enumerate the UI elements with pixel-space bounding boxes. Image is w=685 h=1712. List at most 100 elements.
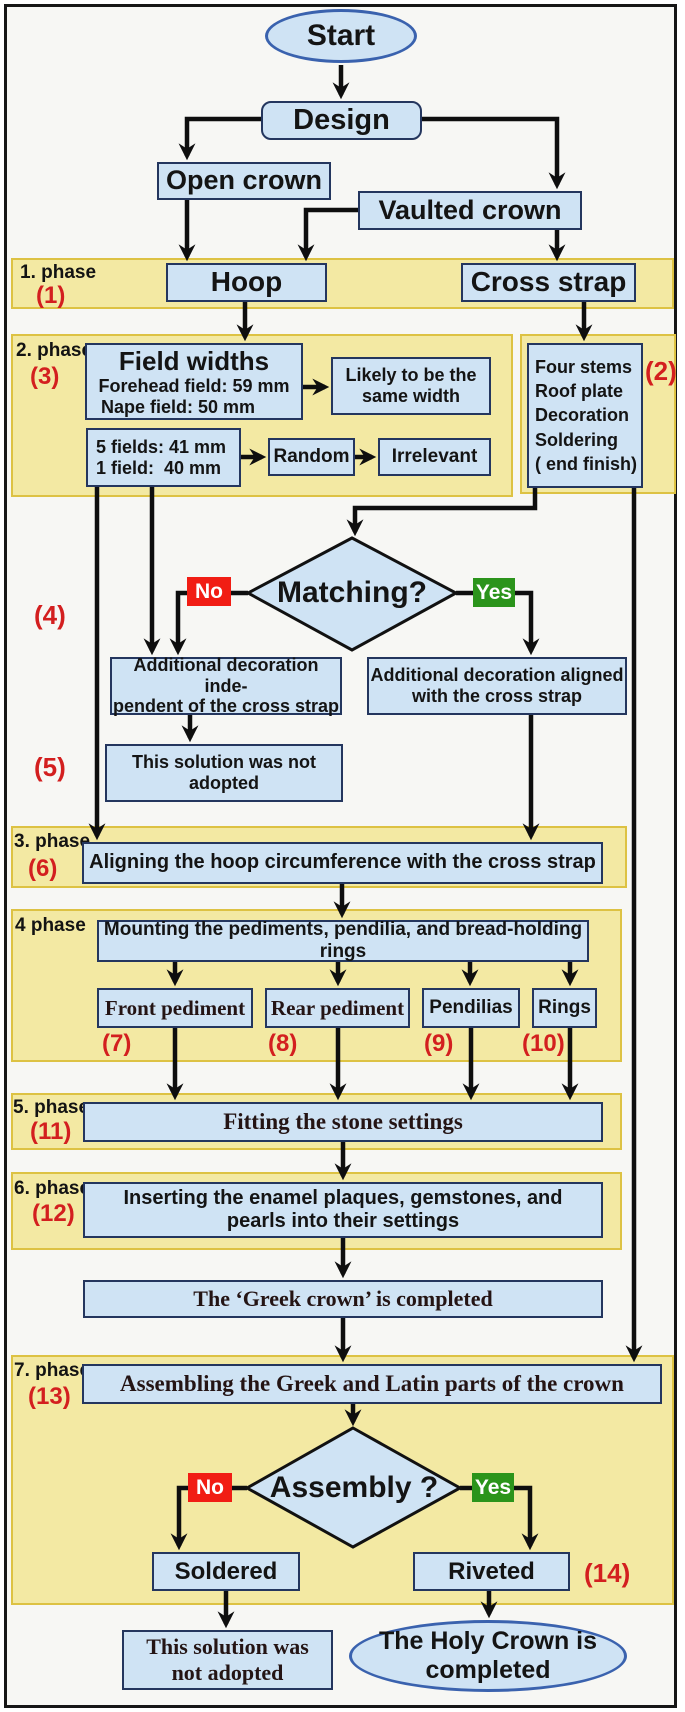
ref-9: (9) [424,1030,454,1057]
ref-8: (8) [268,1030,298,1057]
field-widths-title: Field widths [118,345,270,376]
soldered-label: Soldered [174,1557,278,1585]
design-label: Design [293,103,390,136]
ref-14: (14) [584,1558,631,1588]
phase5-ref: (11) [30,1118,72,1145]
one-field-line: 1 field: 40 mm [96,457,222,478]
cross-strap-node: Cross strap [461,263,636,302]
not-adopted-node-2: This solution was not adopted [122,1630,333,1690]
four-stems-line3: Decoration [535,405,630,426]
phase2-label: 2. phase [16,340,93,361]
riveted-node: Riveted [413,1552,570,1591]
open-crown-label: Open crown [165,165,322,196]
open-crown-node: Open crown [157,162,331,200]
vaulted-crown-node: Vaulted crown [358,191,582,230]
pendilias-label: Pendilias [429,996,513,1018]
phase3-ref: (6) [28,855,58,882]
matching-no-tag: No [187,577,231,606]
mounting-node: Mounting the pediments, pendilia, and br… [97,918,589,962]
field-widths-node: Field widths Forehead field: 59 mm Nape … [85,343,303,420]
phase6-ref: (12) [32,1200,75,1227]
phase3-label: 3. phase [14,831,91,852]
not-adopted-node-1: This solution was not adopted [105,744,343,802]
rear-pediment-node: Rear pediment [265,988,410,1028]
irrelevant-node: Irrelevant [378,438,491,476]
front-pediment-node: Front pediment [97,988,253,1028]
vaulted-crown-label: Vaulted crown [378,194,562,225]
pendilias-node: Pendilias [422,988,520,1028]
random-label: Random [273,445,350,467]
matching-diamond [244,536,460,652]
decoration-aligned-line2: with the cross strap [411,686,583,706]
aligning-node: Aligning the hoop circumference with the… [82,842,603,884]
forehead-field-line: Forehead field: 59 mm [98,375,290,396]
not-adopted1-line1: This solution was not [132,752,316,773]
mounting-label: Mounting the pediments, pendilia, and br… [103,918,583,962]
greek-crown-completed-label: The ‘Greek crown’ is completed [193,1286,493,1312]
ref-2: (2) [645,356,677,386]
not-adopted2-line1: This solution was [146,1634,309,1660]
ref-7: (7) [102,1030,132,1057]
phase5-label: 5. phase [13,1097,90,1118]
ref-4: (4) [34,600,66,630]
fitting-label: Fitting the stone settings [223,1108,463,1134]
decoration-independent-node: Additional decoration inde- pendent of t… [110,654,342,717]
phase7-ref: (13) [28,1383,71,1410]
inserting-line1: Inserting the enamel plaques, gemstones,… [123,1186,563,1209]
not-adopted1-line2: adopted [189,773,259,793]
ref-5: (5) [34,752,66,782]
greek-crown-completed-node: The ‘Greek crown’ is completed [83,1280,603,1318]
five-fields-line: 5 fields: 41 mm [96,436,227,457]
likely-same-width-node: Likely to be the same width [331,357,491,415]
cross-strap-label: Cross strap [470,266,627,298]
riveted-label: Riveted [448,1557,535,1585]
not-adopted2-line2: not adopted [171,1660,284,1685]
irrelevant-label: Irrelevant [391,445,478,467]
likely-line2: same width [361,386,461,406]
phase2-ref: (3) [30,363,60,390]
four-stems-node: Four stems Roof plate Decoration Solderi… [527,343,643,488]
assembly-no-tag: No [188,1473,232,1502]
inserting-line2: pearls into their settings [226,1210,460,1232]
start-node: Start [265,9,417,63]
ref-10: (10) [522,1030,565,1057]
inserting-node: Inserting the enamel plaques, gemstones,… [83,1182,603,1238]
matching-label: Matching? [277,576,427,609]
phase1-label: 1. phase [20,262,97,283]
four-stems-line4: Soldering [535,429,619,450]
matching-yes-tag: Yes [473,578,515,607]
holy-crown-line2: completed [425,1656,551,1684]
assembly-yes-tag: Yes [472,1473,514,1502]
aligning-label: Aligning the hoop circumference with the… [89,851,596,874]
rings-label: Rings [538,996,591,1018]
fitting-node: Fitting the stone settings [83,1102,603,1142]
holy-crown-completed-node: The Holy Crown is completed [349,1620,627,1692]
assembling-node: Assembling the Greek and Latin parts of … [82,1364,662,1404]
phase7-label: 7. phase [14,1360,91,1381]
phase4-label: 4 phase [15,915,86,936]
rings-node: Rings [532,988,597,1028]
decoration-independent-line2: pendent of the cross strap [112,696,340,717]
phase1-ref: (1) [36,282,66,309]
assembly-diamond [243,1426,464,1549]
hoop-node: Hoop [166,263,327,302]
assembly-label: Assembly ? [269,1471,439,1504]
hoop-label: Hoop [210,266,283,298]
design-node: Design [261,101,422,140]
four-stems-line5: ( end finish) [535,453,637,474]
start-label: Start [306,18,376,52]
nape-field-line: Nape field: 50 mm [101,396,256,417]
rear-pediment-label: Rear pediment [270,995,405,1020]
holy-crown-line1: The Holy Crown is [378,1627,598,1655]
four-stems-line1: Four stems [535,356,633,377]
front-pediment-label: Front pediment [104,995,246,1020]
four-stems-line2: Roof plate [535,381,623,402]
likely-line1: Likely to be the [345,365,477,386]
decoration-aligned-node: Additional decoration aligned with the c… [367,657,627,715]
soldered-node: Soldered [152,1552,300,1591]
assembling-label: Assembling the Greek and Latin parts of … [120,1370,624,1396]
phase6-label: 6. phase [14,1178,91,1199]
decoration-independent-line1: Additional decoration inde- [133,654,319,696]
